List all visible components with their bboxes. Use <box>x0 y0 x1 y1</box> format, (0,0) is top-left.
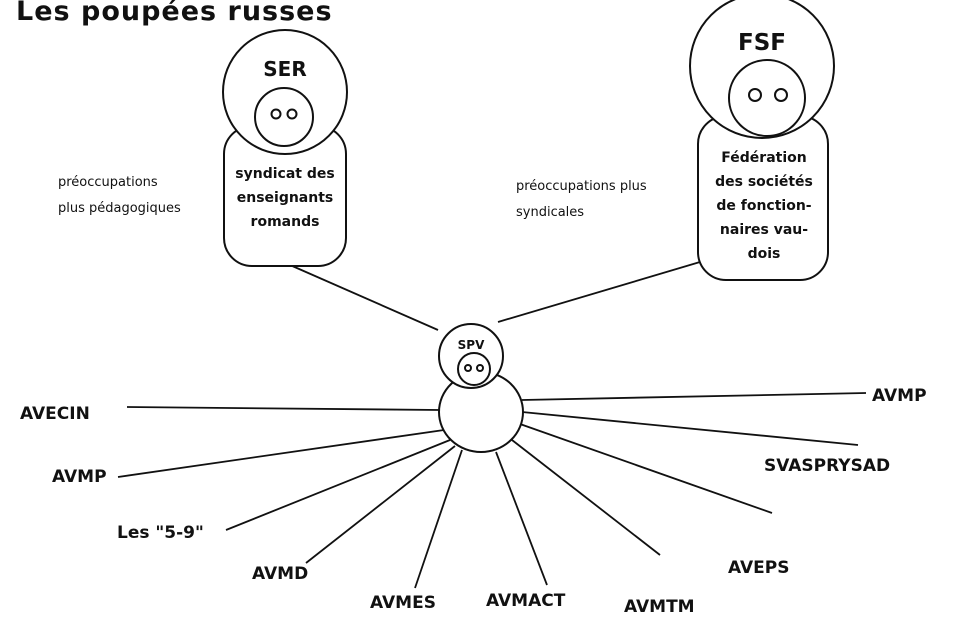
assoc-label-avmes: AVMES <box>370 593 436 613</box>
ser-full-line-2: enseignants <box>237 190 334 206</box>
assoc-label-svasprysad: SVASPRYSAD <box>764 456 890 476</box>
ser-head-inner <box>254 87 314 147</box>
fsf-full-line-2: des sociétés <box>715 174 813 190</box>
ser-doll: SER syndicat des enseignants romands <box>222 29 348 267</box>
fsf-head-inner <box>728 59 806 137</box>
ser-abbr: SER <box>263 57 306 81</box>
assoc-label-avmtm: AVMTM <box>624 597 695 617</box>
spv-right-eye <box>476 364 484 372</box>
fsf-abbr: FSF <box>738 30 786 56</box>
connector-spv-avmes <box>414 449 463 589</box>
assoc-label-les-5-9: Les "5-9" <box>117 523 204 543</box>
ser-full-line-1: syndicat des <box>235 166 334 182</box>
fsf-full-line-4: naires vau- <box>720 222 808 238</box>
assoc-label-avecin: AVECIN <box>20 404 90 424</box>
spv-left-eye <box>464 364 472 372</box>
ser-full-line-3: romands <box>251 214 320 230</box>
fsf-full-line-5: dois <box>748 246 781 262</box>
assoc-label-avmd: AVMD <box>252 564 308 584</box>
fsf-note-line-1: préoccupations plus <box>516 179 647 194</box>
spv-doll: SPV <box>438 323 524 453</box>
connector-spv-avmtm <box>511 439 661 556</box>
ser-right-eye <box>286 108 298 120</box>
fsf-left-eye <box>748 88 762 102</box>
connector-ser-spv <box>289 264 439 331</box>
connector-spv-avmp-right <box>521 392 867 401</box>
diagram-title: Les poupées russes <box>16 0 333 27</box>
fsf-right-eye <box>774 88 788 102</box>
ser-left-eye <box>270 108 282 120</box>
spv-abbr: SPV <box>458 338 485 352</box>
assoc-label-avmact: AVMACT <box>486 591 566 611</box>
assoc-label-avmp-left: AVMP <box>52 467 107 487</box>
assoc-label-aveps: AVEPS <box>728 558 789 578</box>
connector-spv-svasprysad <box>521 411 859 446</box>
spv-head-inner <box>457 352 491 386</box>
connector-spv-avmact <box>495 451 548 586</box>
ser-note-line-2: plus pédagogiques <box>58 201 181 216</box>
connector-spv-avecin <box>126 406 441 411</box>
assoc-label-avmp-right: AVMP <box>872 386 927 406</box>
fsf-full-line-1: Fédération <box>721 150 806 166</box>
fsf-note-line-2: syndicales <box>516 205 584 220</box>
connector-fsf-spv <box>497 261 701 323</box>
connector-spv-les-5-9 <box>225 439 451 531</box>
connector-spv-avmp-left <box>117 429 445 478</box>
connector-spv-aveps <box>519 423 773 514</box>
fsf-doll: FSF Fédération des sociétés de fonction-… <box>689 0 835 281</box>
ser-note-line-1: préoccupations <box>58 175 158 190</box>
fsf-full-line-3: de fonction- <box>716 198 811 214</box>
connector-spv-avmd <box>305 445 456 564</box>
